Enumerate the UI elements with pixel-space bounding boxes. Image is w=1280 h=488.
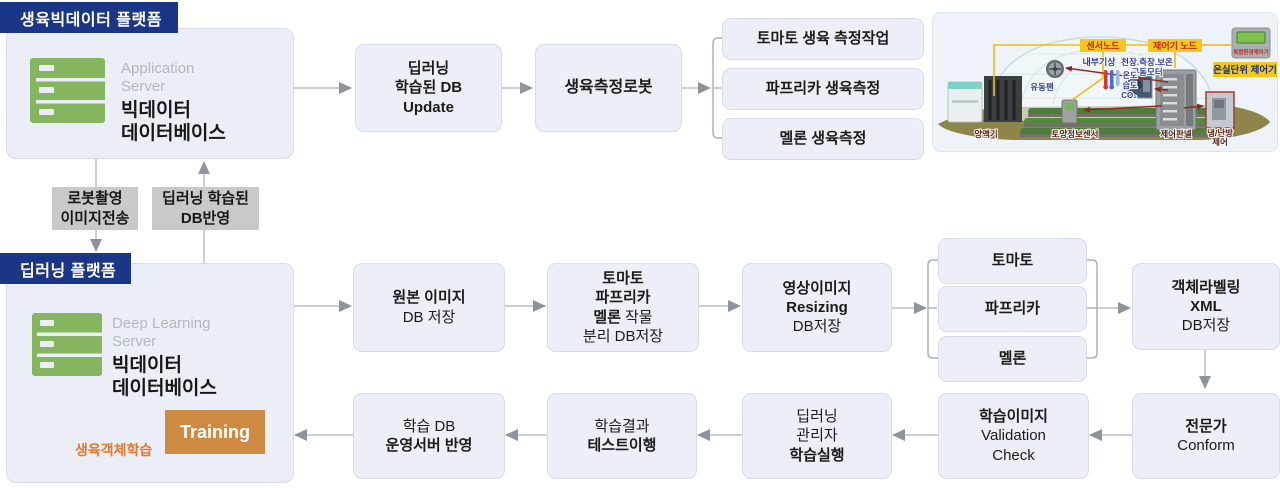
deeplearning-platform-title: 딥러닝 플랫폼 [20,262,117,280]
circulation-fan-icon [1046,60,1064,78]
thermometer-icons [1103,70,1120,90]
greenhouse-illustration: 복합환경제어기 센서노드 제어기 노드 온실단위 제어기 [932,12,1278,152]
temp-label: 온도 [1123,71,1138,80]
nutrient-label: 양액기 [974,129,997,139]
node-training-run: 딥러닝 관리자 학습실행 [742,393,892,479]
humidity-label: 습도 [1123,80,1138,90]
soil-sensor-icon [1061,99,1078,124]
node-deploy-db: 학습 DB 운영서버 반영 [353,393,505,479]
bigdata-platform-badge: 생육빅데이터 플랫폼 [0,2,178,33]
node-crop-paprika: 파프리카 [938,286,1087,332]
control-panel-icon [1155,69,1197,131]
hvac-label-2: 제어 [1212,137,1228,147]
node-growth-robot: 생육측정로봇 [535,44,682,132]
node-task-paprika: 파프리카 생육측정 [722,68,924,110]
node-task-tomato: 토마토 생육 측정작업 [722,18,924,60]
unit-controller-chip [1213,62,1277,77]
soil-label: 토양정보센서 [1052,129,1099,139]
unit-controller-label: 온실단위 제어기 [1213,64,1277,76]
training-box: Training [165,410,265,454]
transfer-trained-db: 딥러닝 학습된 DB반영 [152,187,259,230]
node-crop-tomato: 토마토 [938,238,1087,284]
deeplearning-platform-badge: 딥러닝 플랫폼 [0,253,131,284]
hvac-label-1: 냉/난방 [1207,128,1233,138]
transfer-robot-images: 로봇촬영 이미지전송 [52,187,138,230]
co2-label: CO₂ [1121,91,1137,100]
indoor-weather-label: 내부기상 [1082,56,1116,67]
device-label: 복합환경제어기 [1233,48,1268,56]
node-crop-melon: 멜론 [938,336,1087,382]
hvac-photo [1205,91,1235,129]
node-db-update: 딥러닝 학습된 DB Update [355,44,502,132]
drive-motor-icon [1127,75,1153,99]
sensor-node-label: 센서노드 [1086,40,1120,51]
motor-label-1: 천장.측장.보온 [1121,57,1173,67]
sensor-wires [993,44,1232,101]
node-object-labeling: 객체라벨링 XML DB저장 [1132,263,1280,350]
node-validation-check: 학습이미지 Validation Check [938,393,1089,479]
nutrient-machine [947,76,1022,123]
sensor-node-chip [1080,39,1126,52]
panel-label: 제어판넬 [1160,129,1191,139]
node-expert-conform: 전문가 Conform [1132,393,1280,479]
controller-node-chip [1148,39,1202,52]
node-resizing: 영상이미지 Resizing DB저장 [742,263,892,352]
unit-controller-device: 복합환경제어기 [1231,27,1271,59]
training-caption: 생육객체학습 [75,442,153,458]
motor-label-2: 구동모터 [1131,67,1162,77]
node-task-melon: 멜론 생육측정 [722,118,924,160]
node-test-run: 학습결과 테스트이행 [547,393,697,479]
bigdata-platform-title: 생육빅데이터 플랫폼 [20,11,162,29]
fan-label: 유동팬 [1030,82,1054,92]
controller-node-label: 제어기 노드 [1153,40,1198,51]
node-original-image: 원본 이미지 DB 저장 [353,263,505,352]
